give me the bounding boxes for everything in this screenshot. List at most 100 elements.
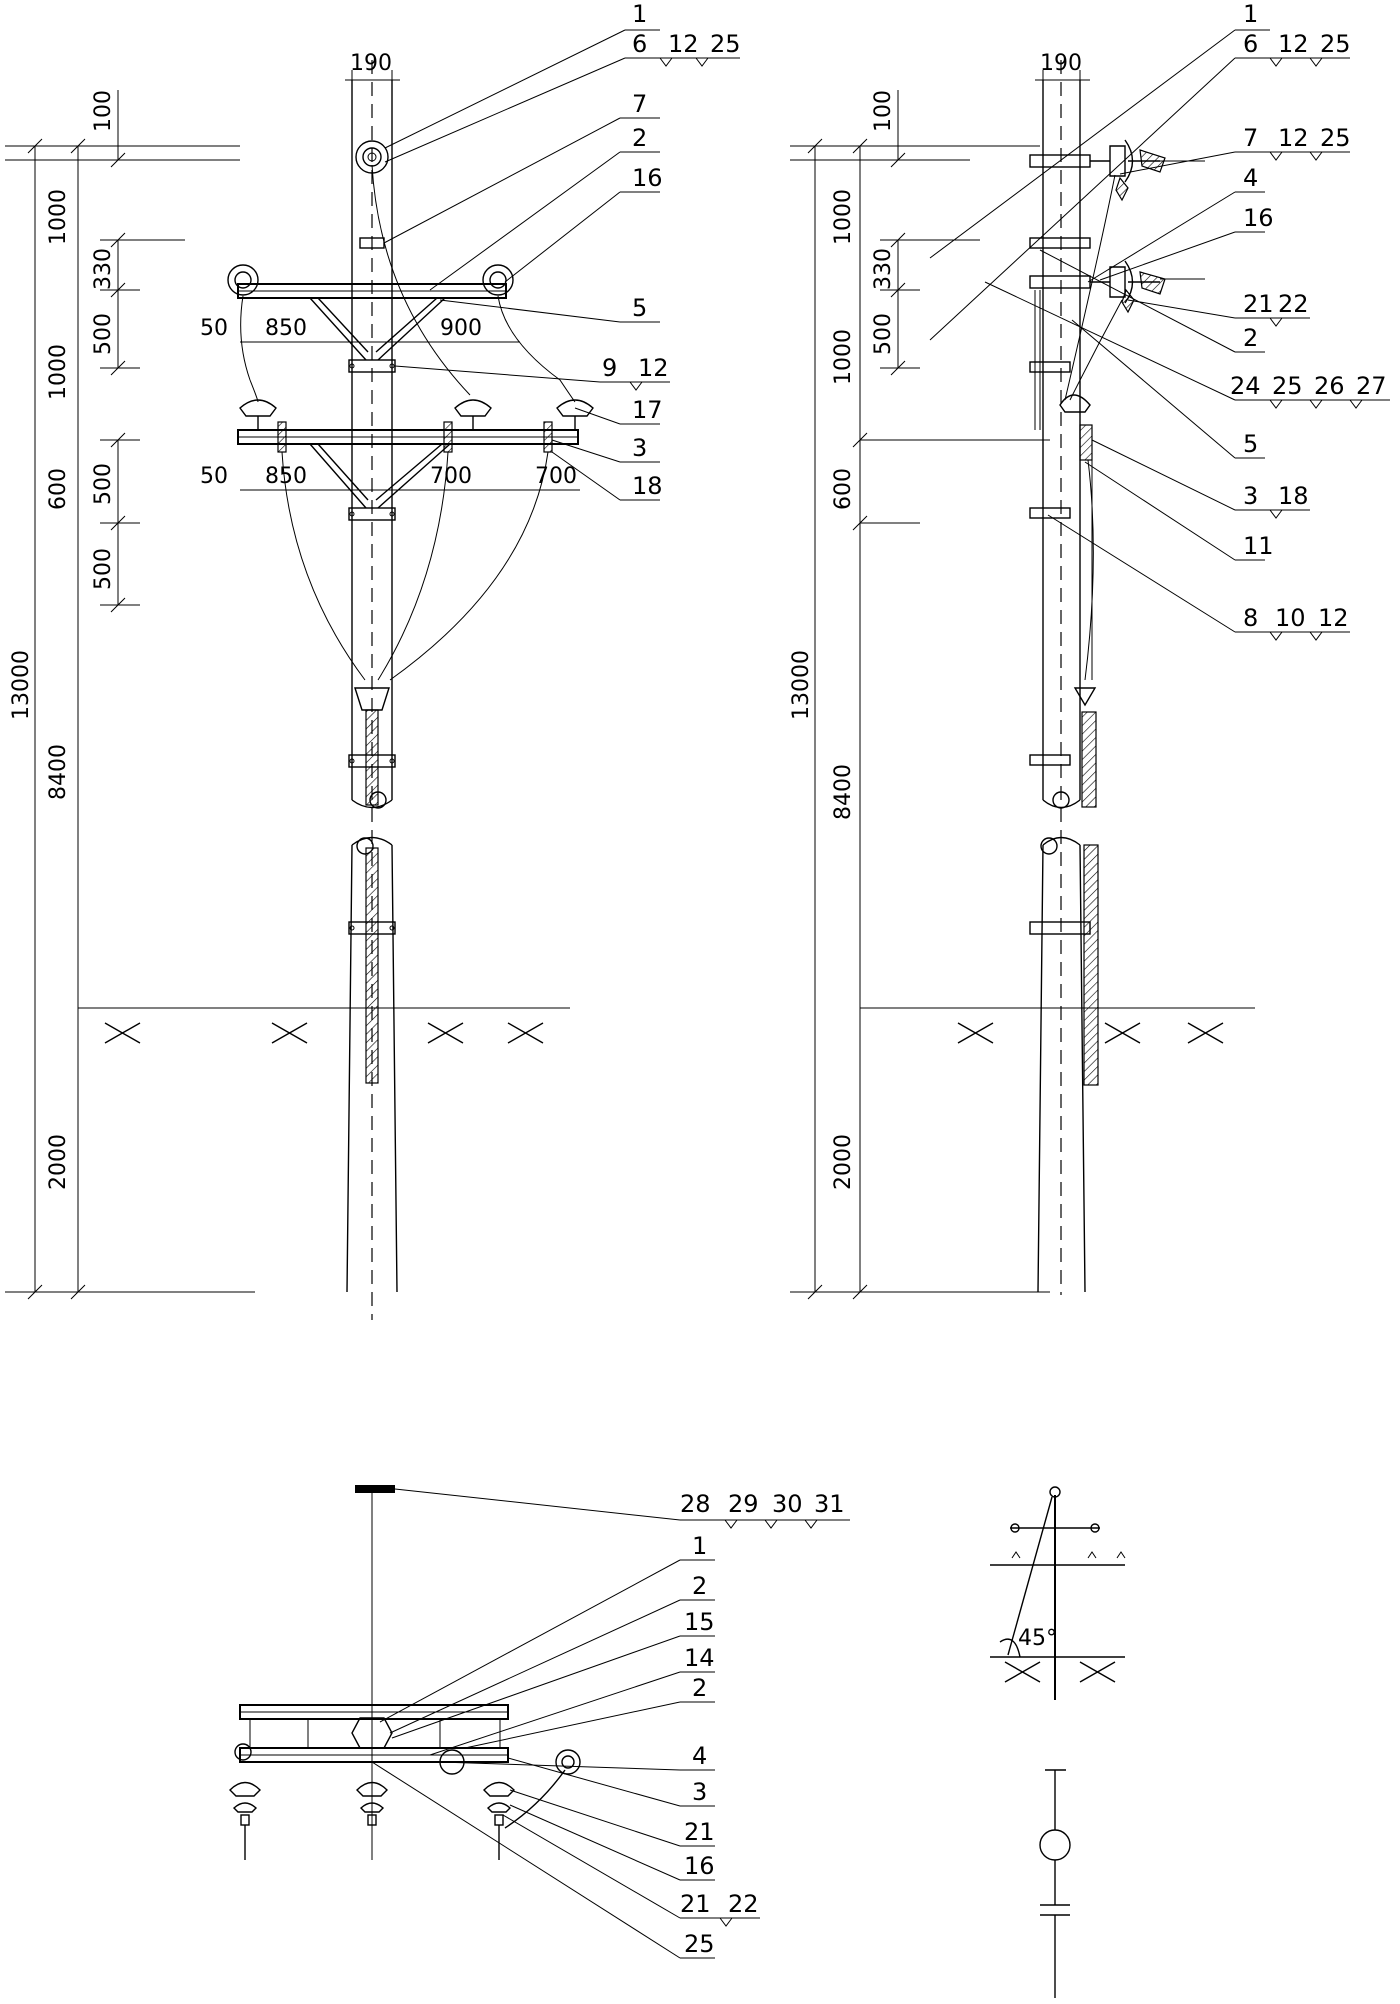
left-dimension-lines: [5, 90, 570, 1300]
callout-5: 5: [1243, 430, 1258, 458]
callout-6: 6: [1243, 30, 1258, 58]
callout-26: 26: [1314, 372, 1345, 400]
callout-7: 7: [632, 90, 647, 118]
callout-3: 3: [632, 434, 647, 462]
left-ground-line: [104, 1022, 544, 1044]
callout-9: 9: [602, 354, 617, 382]
dim-arm2-700b: 700: [535, 464, 577, 489]
dim-arm2-700a: 700: [430, 464, 472, 489]
right-pole: [1034, 60, 1086, 1295]
left-crossarm-upper: [227, 264, 514, 373]
callout-2-a: 2: [692, 1572, 707, 1600]
callout-21: 21: [1243, 290, 1274, 318]
dim-1000-mid: 1000: [831, 329, 856, 385]
plan-callout-labels: 28 29 30 31 1 2 15 14 2 4 3 21 16 21 22 …: [680, 1490, 845, 1958]
guy-angle-label: 45°: [1018, 1626, 1057, 1651]
callout-22: 22: [728, 1890, 759, 1918]
callout-4: 4: [692, 1742, 707, 1770]
bottom-plan-view: 28 29 30 31 1 2 15 14 2 4 3 21 16 21 22 …: [229, 1485, 850, 1959]
callout-6-12: 12: [668, 30, 699, 58]
dim-2000: 2000: [831, 1134, 856, 1190]
dim-500-b: 500: [91, 463, 116, 505]
callout-18: 18: [632, 472, 663, 500]
callout-6: 6: [632, 30, 647, 58]
dim-600: 600: [46, 468, 71, 510]
callout-1: 1: [692, 1532, 707, 1560]
dim-500-a: 500: [91, 313, 116, 355]
dim-100: 100: [871, 90, 896, 132]
plan-insulators: [229, 1769, 566, 1860]
callout-1: 1: [1243, 0, 1258, 28]
callout-28: 28: [680, 1490, 711, 1518]
left-callout-labels: 1 6 12 25 7 2 16 5 9 12 17 3 18: [602, 0, 741, 500]
right-hardware: [1029, 139, 1205, 1086]
dim-arm2-50: 50: [200, 464, 228, 489]
dim-500-c: 500: [91, 548, 116, 590]
callout-16: 16: [1243, 204, 1274, 232]
dim-arm1-850: 850: [265, 316, 307, 341]
left-crossarm-lower: [237, 399, 594, 521]
callout-22: 22: [1278, 290, 1309, 318]
right-ground-line: [957, 1022, 1224, 1044]
dim-330: 330: [91, 248, 116, 290]
left-callout-leaders: [383, 29, 740, 501]
callout-7: 7: [1243, 124, 1258, 152]
callout-24: 24: [1230, 372, 1261, 400]
dim-2000: 2000: [46, 1134, 71, 1190]
callout-15: 15: [684, 1608, 715, 1636]
dim-arm2-850: 850: [265, 464, 307, 489]
left-top-dim-lines: [240, 70, 580, 491]
dim-1000-top: 1000: [46, 189, 71, 245]
callout-25: 25: [1272, 372, 1303, 400]
callout-29: 29: [728, 1490, 759, 1518]
callout-18: 18: [1278, 482, 1309, 510]
dim-100: 100: [91, 90, 116, 132]
left-pole: [346, 60, 398, 1320]
left-dimension-labels: 100 1000 330 500 1000 500 600 500 13000 …: [9, 51, 577, 1190]
dim-arm1-50: 50: [200, 316, 228, 341]
dim-1000-top: 1000: [831, 189, 856, 245]
callout-11: 11: [1243, 532, 1274, 560]
dim-8400: 8400: [831, 764, 856, 820]
dim-13000: 13000: [9, 650, 34, 720]
callout-10: 10: [1275, 604, 1306, 632]
left-conductors: [240, 164, 576, 681]
right-dimension-labels: 100 1000 330 500 1000 600 13000 8400 200…: [789, 51, 1082, 1190]
callout-8: 8: [1243, 604, 1258, 632]
callout-12: 12: [1318, 604, 1349, 632]
callout-6-12: 12: [1278, 30, 1309, 58]
callout-14: 14: [684, 1644, 715, 1672]
callout-21-a: 21: [684, 1818, 715, 1846]
callout-16: 16: [684, 1852, 715, 1880]
callout-7-25: 25: [1320, 124, 1351, 152]
dim-8400: 8400: [46, 744, 71, 800]
plan-callout-leaders: [371, 1488, 850, 1959]
callout-6-25: 25: [1320, 30, 1351, 58]
callout-7-12: 12: [1278, 124, 1309, 152]
callout-2: 2: [1243, 324, 1258, 352]
callout-17: 17: [632, 396, 663, 424]
callout-30: 30: [772, 1490, 803, 1518]
dim-190: 190: [350, 51, 392, 76]
callout-21-b: 21: [680, 1890, 711, 1918]
callout-3: 3: [1243, 482, 1258, 510]
plan-top-bar: [355, 1485, 395, 1493]
callout-2: 2: [632, 124, 647, 152]
callout-3: 3: [692, 1778, 707, 1806]
callout-9-12: 12: [638, 354, 669, 382]
right-side-elevation: 100 1000 330 500 1000 600 13000 8400 200…: [789, 0, 1390, 1300]
callout-1: 1: [632, 0, 647, 28]
callout-27: 27: [1356, 372, 1387, 400]
dim-330: 330: [871, 248, 896, 290]
callout-5: 5: [632, 294, 647, 322]
guy-schematic: 45°: [990, 1486, 1126, 1998]
right-dimension-lines: [790, 90, 1255, 1300]
callout-25: 25: [684, 1930, 715, 1958]
dim-arm1-900: 900: [440, 316, 482, 341]
callout-31: 31: [814, 1490, 845, 1518]
dim-600: 600: [831, 468, 856, 510]
left-pole-top-insulator: [355, 140, 389, 249]
dim-500: 500: [871, 313, 896, 355]
left-ground-lead: [348, 687, 396, 1084]
